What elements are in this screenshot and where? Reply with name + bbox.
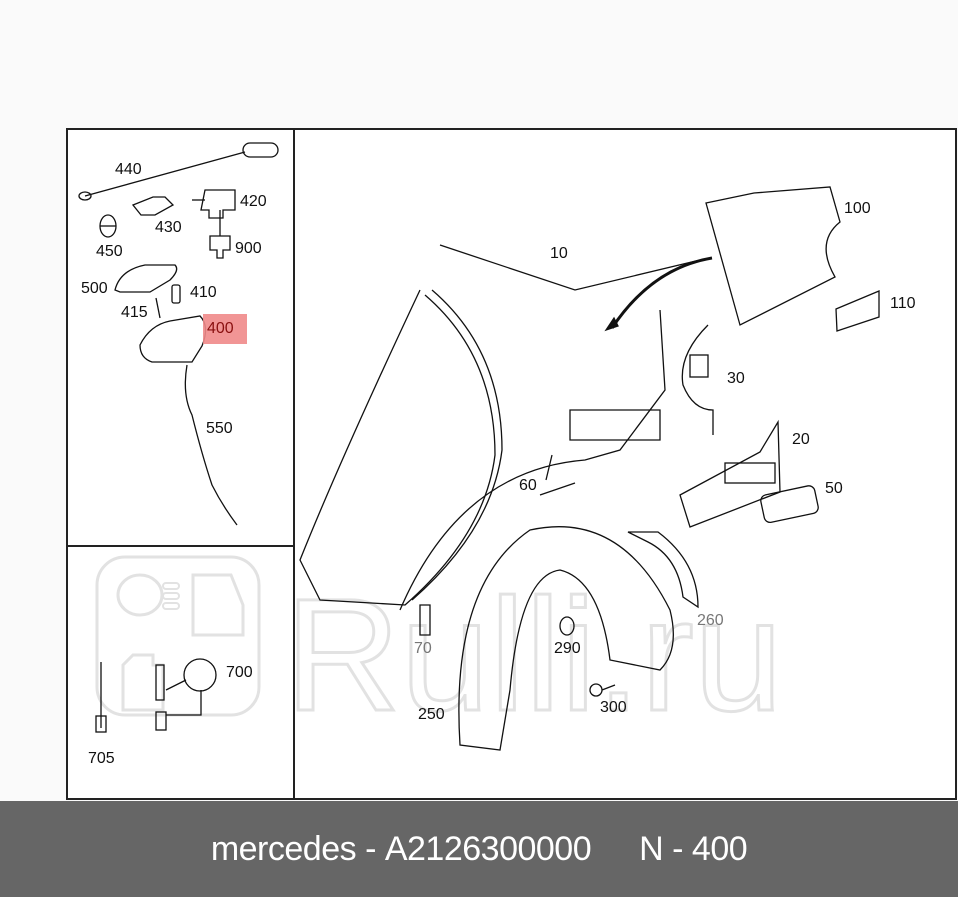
label-900: 900: [235, 240, 262, 257]
label-10: 10: [550, 245, 568, 262]
label-60: 60: [519, 477, 537, 494]
label-700: 700: [226, 664, 253, 681]
caption-brand: mercedes: [210, 829, 357, 868]
caption-bar: mercedes - A2126300000 N - 400: [0, 801, 958, 897]
label-260: 260: [697, 612, 724, 629]
label-30: 30: [727, 370, 745, 387]
highlight-part-400: [203, 314, 247, 344]
watermark-logo: Rulli.ru: [95, 555, 784, 725]
label-415: 415: [121, 304, 148, 321]
label-250: 250: [418, 706, 445, 723]
caption-separator: -: [365, 829, 376, 868]
label-300: 300: [600, 699, 627, 716]
caption-separator-2: -: [672, 829, 683, 868]
inset-fasteners: [66, 546, 295, 800]
label-70: 70: [414, 640, 432, 657]
label-430: 430: [155, 219, 182, 236]
label-420: 420: [240, 193, 267, 210]
label-440: 440: [115, 161, 142, 178]
label-50: 50: [825, 480, 843, 497]
label-450: 450: [96, 243, 123, 260]
label-20: 20: [792, 431, 810, 448]
svg-text:Rulli.ru: Rulli.ru: [285, 565, 783, 725]
caption-n-value: 400: [691, 829, 748, 868]
label-110: 110: [890, 295, 916, 312]
label-500: 500: [81, 280, 108, 297]
label-550: 550: [206, 420, 233, 437]
label-400-highlighted[interactable]: 400: [207, 320, 234, 337]
label-100: 100: [844, 200, 871, 217]
label-290: 290: [554, 640, 581, 657]
caption-part-number: A2126300000: [384, 829, 592, 868]
label-410: 410: [190, 284, 217, 301]
caption-n-label: N: [639, 829, 664, 868]
inset-fuel-flap-parts: [66, 128, 295, 547]
label-705: 705: [88, 750, 115, 767]
